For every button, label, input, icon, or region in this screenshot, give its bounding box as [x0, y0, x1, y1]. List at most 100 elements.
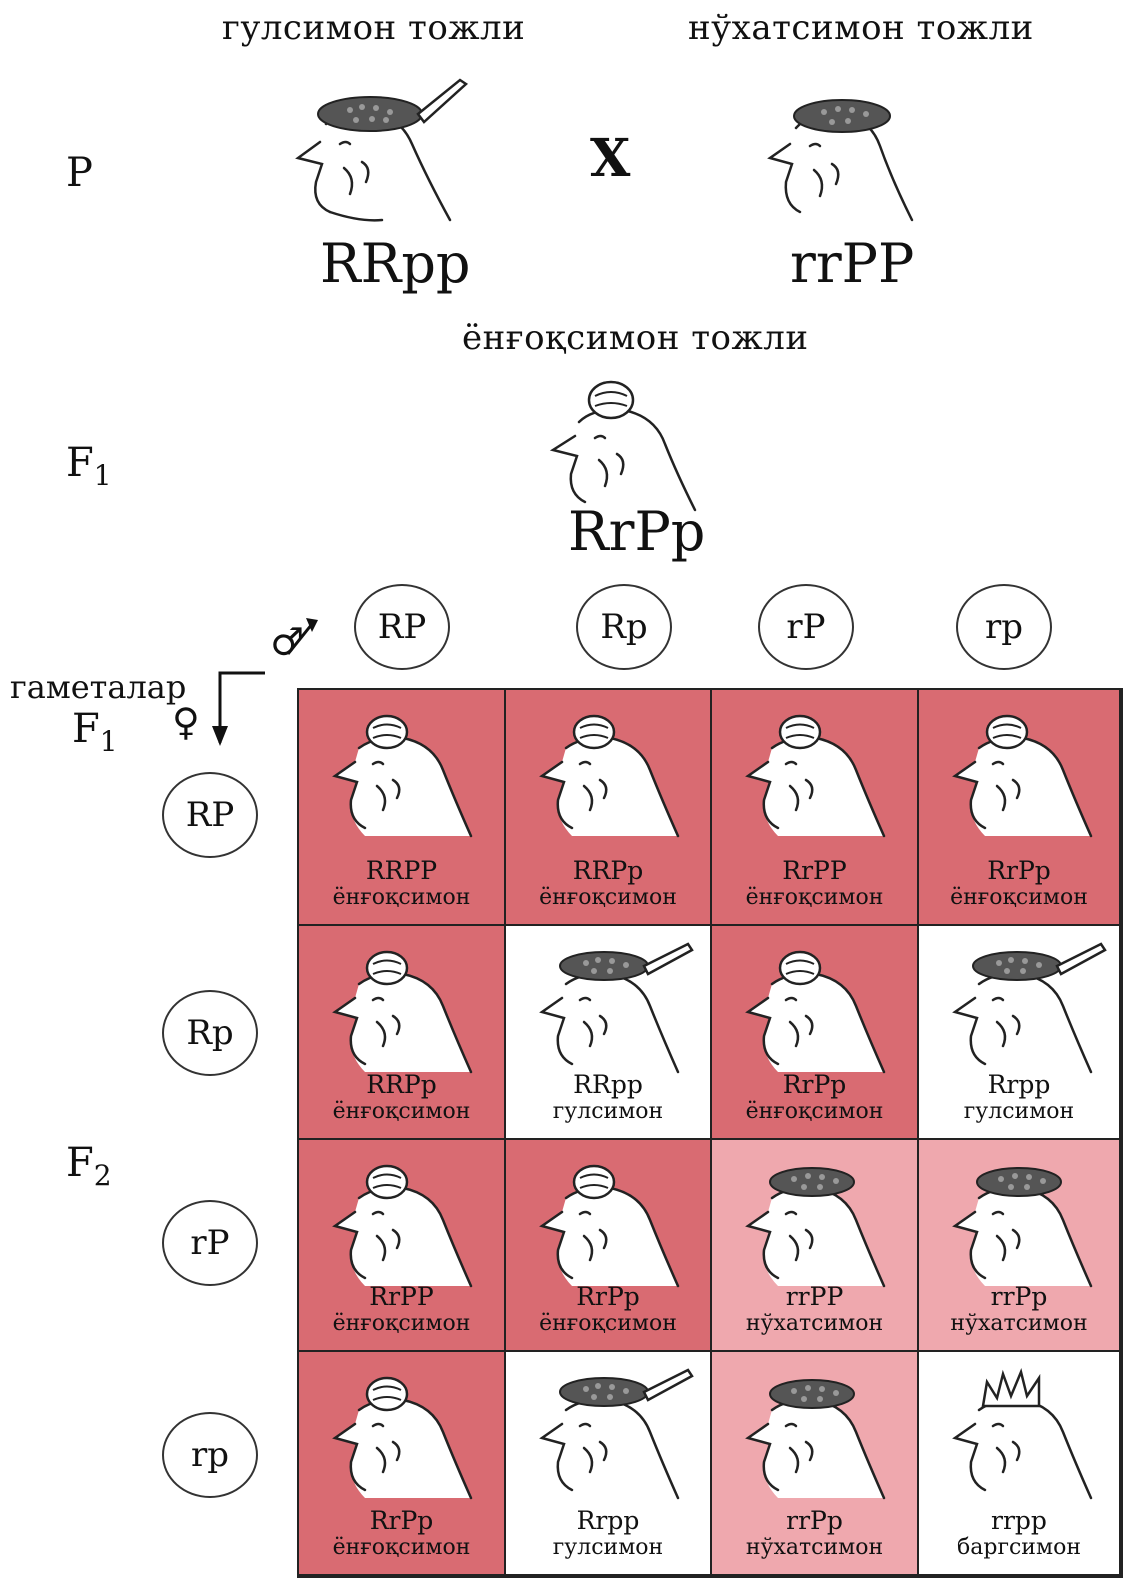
male-gamete-label: Rp — [600, 607, 648, 647]
female-gamete-label: rP — [190, 1223, 230, 1263]
cell-genotype: Rrpp — [987, 1070, 1051, 1099]
male-symbol: ♂ — [270, 620, 305, 664]
cell-phenotype: ёнғоқсимон — [745, 1099, 884, 1124]
generation-p-label: P — [66, 150, 93, 196]
walnut-comb-rooster-icon — [539, 714, 680, 838]
walnut-comb-rooster-icon — [745, 714, 886, 838]
cell-phenotype: ёнғоқсимон — [539, 885, 677, 910]
cell-phenotype: ёнғоқсимон — [332, 1311, 471, 1336]
cell-genotype: RrPp — [369, 1506, 434, 1535]
cell-phenotype: ёнғоқсимон — [539, 1311, 677, 1336]
female-symbol: ♀ — [172, 700, 200, 744]
walnut-comb-rooster-icon — [549, 380, 697, 512]
pea-comb-rooster-icon — [952, 1167, 1093, 1288]
f1-genotype: RrPp — [568, 500, 706, 563]
female-gamete-3: rP — [162, 1200, 258, 1286]
f2-subscript: 2 — [93, 1159, 112, 1192]
parent-left-genotype: RRpp — [320, 232, 471, 295]
cell-genotype: RRpp — [573, 1070, 643, 1099]
cell-phenotype: ёнғоқсимон — [332, 885, 471, 910]
rose-comb-rooster-icon — [952, 942, 1107, 1074]
cell-phenotype: гулсимон — [963, 1099, 1075, 1124]
cell-genotype: RRPp — [572, 856, 644, 885]
walnut-comb-title: ёнғоқсимон тожли — [462, 318, 809, 358]
walnut-comb-rooster-icon — [539, 1164, 680, 1288]
pea-comb-rooster-icon — [767, 99, 914, 222]
male-gamete-label: rp — [984, 607, 1024, 647]
punnett-f1-subscript: 1 — [99, 725, 118, 758]
cell-phenotype: нўхатсимон — [745, 1535, 884, 1560]
cell-phenotype: нўхатсимон — [950, 1311, 1088, 1336]
rose-comb-rooster-icon — [295, 78, 469, 222]
cell-genotype: RrPp — [576, 1282, 640, 1311]
f1-letter: F — [66, 440, 94, 486]
rose-comb-rooster-icon — [539, 1368, 694, 1500]
male-gamete-rp-mixed-2: rP — [758, 584, 854, 670]
female-gamete-2: Rp — [162, 990, 258, 1076]
cell-genotype: rrPp — [990, 1282, 1048, 1311]
cross-symbol: X — [590, 128, 631, 189]
pea-comb-rooster-icon — [745, 1167, 886, 1288]
female-gamete-4: rp — [162, 1412, 258, 1498]
parent-right-genotype: rrPP — [790, 232, 915, 295]
gamete-direction-arrows — [212, 618, 318, 746]
rose-comb-title: гулсимон тожли — [222, 8, 526, 48]
cell-genotype: RrPP — [369, 1282, 434, 1311]
cell-phenotype: ёнғоқсимон — [745, 885, 884, 910]
cell-genotype: RRPp — [366, 1070, 437, 1099]
walnut-comb-rooster-icon — [332, 1376, 473, 1500]
cell-phenotype: ёнғоқсимон — [332, 1099, 471, 1124]
male-gamete-rp-dom: RP — [354, 584, 450, 670]
cell-genotype: RrPp — [987, 856, 1051, 885]
f1-subscript: 1 — [93, 459, 112, 492]
female-gamete-1: RP — [162, 772, 258, 858]
male-gamete-rp-mixed: Rp — [576, 584, 672, 670]
male-gamete-label: rP — [786, 607, 826, 647]
cell-genotype: Rrpp — [576, 1506, 640, 1535]
single-comb-rooster-icon — [952, 1368, 1093, 1500]
gametes-label: гаметалар — [10, 668, 187, 706]
f2-label: F2 — [66, 1140, 112, 1192]
cell-genotype: RrPP — [782, 856, 847, 885]
punnett-f1-label: F1 — [72, 706, 118, 758]
walnut-comb-rooster-icon — [332, 1164, 473, 1288]
pea-comb-title: нўхатсимон тожли — [688, 8, 1034, 48]
pea-comb-rooster-icon — [745, 1379, 886, 1500]
f2-letter: F — [66, 1140, 94, 1186]
walnut-comb-rooster-icon — [745, 950, 886, 1074]
cell-genotype: RRPP — [365, 856, 438, 885]
cell-phenotype: гулсимон — [552, 1099, 664, 1124]
generation-f1-label: F1 — [66, 440, 112, 492]
walnut-comb-rooster-icon — [952, 714, 1093, 838]
female-gamete-label: Rp — [186, 1013, 234, 1053]
cell-phenotype: ёнғоқсимон — [950, 885, 1088, 910]
cell-phenotype: нўхатсимон — [745, 1311, 884, 1336]
walnut-comb-rooster-icon — [332, 714, 473, 838]
cell-phenotype: ёнғоқсимон — [332, 1535, 471, 1560]
walnut-comb-rooster-icon — [332, 950, 473, 1074]
cell-genotype: RrPp — [782, 1070, 847, 1099]
punnett-f1-letter: F — [72, 706, 100, 752]
cell-phenotype: гулсимон — [552, 1535, 664, 1560]
cell-genotype: rrpp — [991, 1506, 1047, 1535]
cell-genotype: rrPP — [785, 1282, 844, 1311]
cell-genotype: rrPp — [786, 1506, 843, 1535]
male-gamete-rp-rec: rp — [956, 584, 1052, 670]
female-gamete-label: rp — [190, 1435, 230, 1475]
